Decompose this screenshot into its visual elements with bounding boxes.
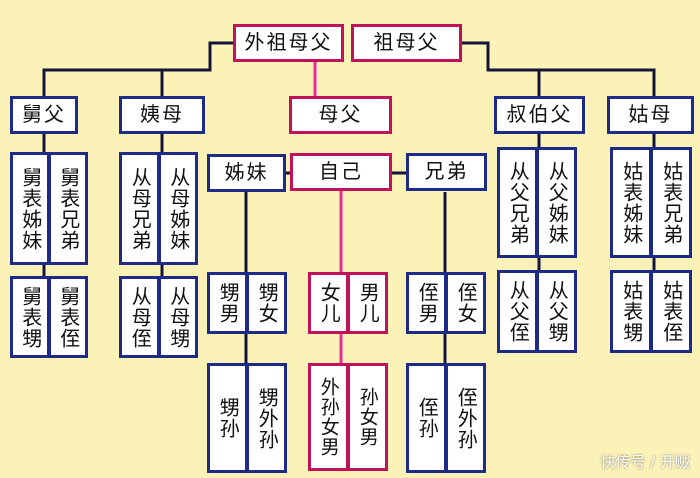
node-maternal-aunt: 姨母 (119, 96, 205, 134)
node-son: 男儿 (347, 272, 388, 334)
node-cousin-mu-sisters: 舅表姊妹 (10, 152, 50, 265)
node-mu-nephew-brother-son: 舅表侄 (48, 276, 88, 358)
node-daughter-grandson: 外孙女男 (308, 363, 349, 471)
node-cousin-mu-brothers: 舅表兄弟 (48, 152, 88, 265)
node-maternal-grandparents: 外祖母父 (233, 24, 344, 62)
node-self: 自己 (290, 153, 392, 191)
node-brother-daughter: 侄女 (445, 272, 486, 334)
node-shu-nephew-sister-son: 从父甥 (536, 270, 577, 353)
node-daughter: 女儿 (308, 272, 349, 334)
node-sister-outer-grandson: 甥外孙 (246, 363, 287, 473)
node-sister-son: 甥男 (207, 272, 248, 334)
node-cousin-shu-brothers: 从父兄弟 (497, 147, 538, 258)
node-paternal-grandparents: 祖母父 (351, 24, 462, 62)
node-paternal-uncles: 叔伯父 (494, 96, 585, 134)
node-maternal-uncle: 舅父 (10, 96, 78, 134)
node-sister-grandson: 甥孙 (207, 363, 248, 473)
node-mu-nephew-sister-son: 舅表甥 (10, 276, 50, 358)
node-cousin-yi-brothers: 从母兄弟 (119, 152, 160, 265)
node-sisters: 姊妹 (207, 154, 286, 192)
watermark: 快传号 / 开贼 (600, 453, 690, 471)
node-yi-nephew-sister-son: 从母甥 (158, 276, 198, 358)
node-brothers: 兄弟 (406, 153, 487, 191)
node-gu-nephew-sister-son: 姑表甥 (610, 270, 652, 353)
node-son-granddaughter-grandson: 孙女男 (347, 363, 388, 471)
node-shu-nephew-brother-son: 从父侄 (497, 270, 538, 353)
node-cousin-gu-sisters: 姑表姊妹 (610, 147, 652, 258)
node-cousin-gu-brothers: 姑表兄弟 (650, 147, 692, 258)
node-gu-nephew-brother-son: 姑表侄 (650, 270, 692, 353)
node-yi-nephew-brother-son: 从母侄 (119, 276, 160, 358)
node-brother-son: 侄男 (406, 272, 447, 334)
node-brother-outer-grandson: 侄外孙 (445, 363, 486, 473)
node-cousin-yi-sisters: 从母姊妹 (158, 152, 198, 265)
node-brother-grandson: 侄孙 (406, 363, 447, 473)
node-parents: 母父 (289, 96, 392, 134)
node-paternal-aunt: 姑母 (607, 96, 694, 134)
node-cousin-shu-sisters: 从父姊妹 (536, 147, 577, 258)
node-sister-daughter: 甥女 (246, 272, 287, 334)
